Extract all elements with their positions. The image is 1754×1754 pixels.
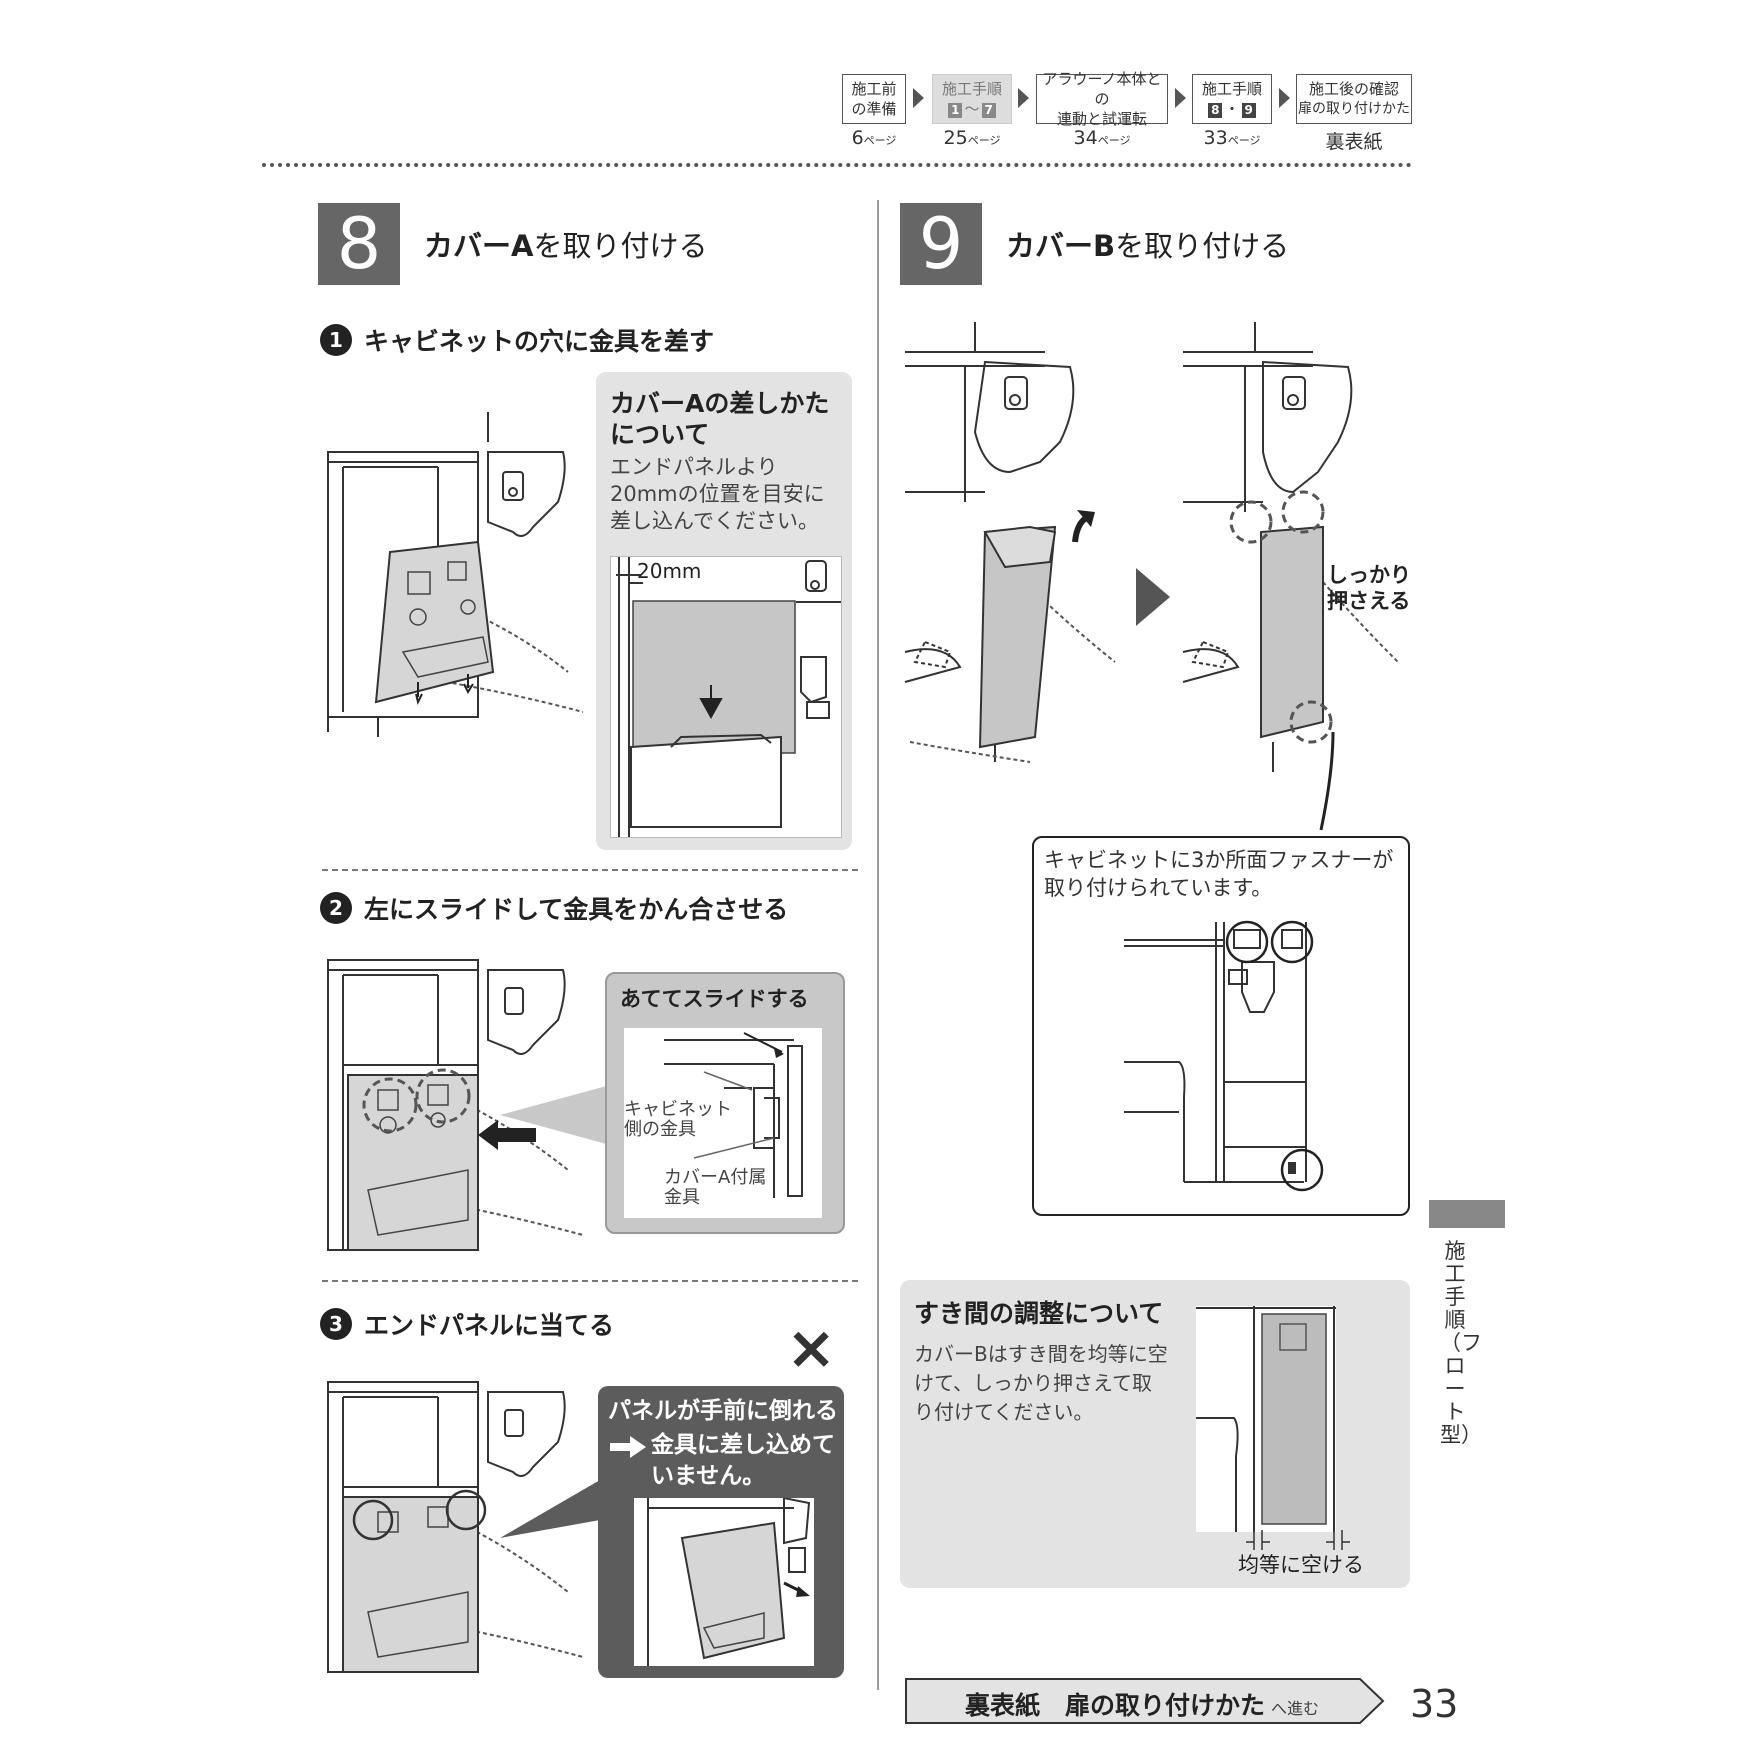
next-arrow-icon — [1136, 568, 1170, 626]
flow-step-1-7: 施工手順 1～7 — [932, 74, 1012, 124]
illustration-end-panel — [327, 1381, 584, 1673]
flow-step-check: 施工後の確認 扉の取り付けかた — [1296, 74, 1412, 124]
callout-slide-title: あててスライドする — [620, 987, 809, 1011]
gap-adjust-title: すき間の調整について — [914, 1299, 1164, 1328]
flow-page-check: 裏表紙 — [1325, 131, 1383, 153]
callout-slide-figure: キャビネット側の金具 カバーA付属金具 — [624, 1028, 822, 1218]
flow-page-1-7: 25ページ — [943, 127, 1001, 149]
substep-number-2: 2 — [320, 892, 352, 924]
substep-3-heading: 3 エンドパネルに当てる — [320, 1306, 614, 1342]
label-cabinet-bracket: キャビネット側の金具 — [624, 1099, 732, 1140]
illustration-cover-b-after — [1182, 322, 1399, 831]
gap-adjust-figure — [1196, 1306, 1336, 1532]
arrow-right-icon — [610, 1436, 646, 1458]
callout-pointer — [500, 1085, 610, 1145]
dimension-20mm-label: 20mm — [637, 559, 702, 583]
callout-insert-guide-figure: 20mm — [610, 556, 842, 838]
substep-divider — [322, 1280, 858, 1282]
flow-page-trial: 34ページ — [1073, 127, 1131, 149]
illustration-insert-bracket — [327, 412, 584, 737]
callout-ng-line1: パネルが手前に倒れる — [608, 1398, 838, 1424]
fastener-note-box — [1032, 836, 1410, 1216]
flow-page-prep: 6ページ — [851, 127, 897, 149]
step8-title: カバーAを取り付ける — [424, 229, 708, 263]
illustration-fastener-locations — [1124, 920, 1324, 1192]
flow-arrow-icon — [1279, 88, 1290, 108]
step-number-9: 9 — [900, 203, 982, 285]
substep-divider — [322, 869, 858, 871]
substep-number-3: 3 — [320, 1308, 352, 1340]
illustration-slide-left — [327, 959, 584, 1251]
ng-mark-icon: × — [786, 1313, 837, 1383]
callout-insert-guide-title: カバーAの差しかたについて — [610, 389, 830, 449]
substep-1-heading: 1 キャビネットの穴に金具を差す — [320, 322, 714, 358]
press-firmly-label: しっかり押さえる — [1327, 563, 1411, 613]
fastener-note-text: キャビネットに3か所面ファスナーが取り付けられています。 — [1044, 848, 1394, 900]
flow-arrow-icon — [1175, 88, 1186, 108]
column-divider — [877, 200, 879, 1690]
section-tab-label: 施工手順（フロート型） — [1440, 1239, 1482, 1447]
flow-arrow-icon — [913, 88, 924, 108]
callout-insert-guide-body: エンドパネルより20mmの位置を目安に差し込んでください。 — [610, 455, 825, 533]
flow-step-trial-run: アラウーノ本体との 連動と試運転 — [1036, 70, 1168, 128]
flow-arrow-icon — [1018, 88, 1029, 108]
section-tab — [1429, 1200, 1505, 1228]
callout-ng-figure — [634, 1498, 814, 1666]
step-number-8: 8 — [318, 203, 400, 285]
footer-next-link[interactable]: 裏表紙 扉の取り付けかたへ進む — [965, 1691, 1320, 1720]
illustration-cover-b-before — [904, 322, 1116, 763]
callout-ng-line2: 金具に差し込めていません。 — [651, 1432, 835, 1489]
even-gap-label: 均等に空ける — [1238, 1553, 1364, 1577]
flow-step-8-9: 施工手順 8・9 — [1192, 74, 1272, 124]
substep-2-heading: 2 左にスライドして金具をかん合させる — [320, 890, 788, 926]
callout-pointer — [500, 1480, 600, 1538]
header-divider — [262, 163, 1412, 167]
substep-number-1: 1 — [320, 324, 352, 356]
gap-dimension-marks — [1246, 1530, 1350, 1550]
flow-page-8-9: 33ページ — [1203, 127, 1261, 149]
gap-adjust-body: カバーBはすき間を均等に空けて、しっかり押さえて取り付けてください。 — [914, 1342, 1168, 1424]
footer-next-arrow — [905, 1678, 1385, 1724]
step9-title: カバーBを取り付ける — [1006, 229, 1290, 263]
label-cover-bracket: カバーA付属金具 — [664, 1167, 767, 1208]
page-number: 33 — [1410, 1682, 1459, 1726]
flow-step-prep: 施工前 の準備 — [842, 74, 906, 124]
